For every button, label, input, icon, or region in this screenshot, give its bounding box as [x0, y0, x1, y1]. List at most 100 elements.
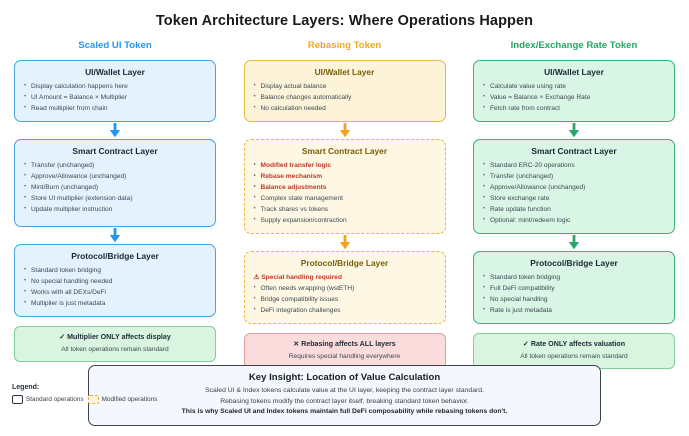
layer-item: Balance adjustments: [254, 182, 436, 193]
layer-title: UI/Wallet Layer: [544, 67, 604, 77]
layer-item: Fetch rate from contract: [483, 103, 665, 114]
summary-subline: Requires special handling everywhere: [288, 353, 401, 360]
layer-item: Store exchange rate: [483, 193, 665, 204]
layer-box-rebasing-0: UI/Wallet LayerDisplay actual balanceBal…: [243, 60, 446, 122]
column-header-index: Index/Exchange Rate Token: [510, 40, 638, 51]
summary-subline: All token operations remain standard: [61, 346, 169, 353]
arrow-down-icon: [14, 122, 216, 139]
layer-title: Protocol/Bridge Layer: [530, 258, 618, 268]
column-header-scaled: Scaled UI Token: [78, 40, 152, 51]
arrow-down-icon: [473, 122, 675, 139]
arrow-down-icon: [244, 122, 446, 139]
layer-item: Bridge compatibility issues: [254, 294, 436, 305]
modified-swatch-icon: [87, 395, 99, 404]
layer-item: Standard token bridging: [24, 265, 206, 276]
layer-item: Transfer (unchanged): [483, 171, 665, 182]
layer-item: ⚠ Special handling required: [253, 274, 342, 281]
layer-item: Calculate value using rate: [483, 81, 665, 92]
layer-title: Protocol/Bridge Layer: [71, 251, 159, 261]
layer-title: Protocol/Bridge Layer: [300, 258, 389, 268]
layer-item: No special handling: [483, 294, 665, 305]
layer-item: Read multiplier from chain: [24, 103, 206, 114]
legend-label-standard: Standard operations: [26, 396, 84, 403]
key-insight-line-3: This is why Scaled UI and Index tokens m…: [181, 408, 508, 415]
layer-item: No calculation needed: [254, 103, 436, 114]
layer-box-scaled-1: Smart Contract LayerTransfer (unchanged)…: [14, 139, 216, 227]
layer-item: Optional: mint/redeem logic: [483, 215, 665, 226]
layer-item: Store UI multiplier (extension data): [24, 193, 206, 204]
layer-title: Smart Contract Layer: [301, 146, 388, 156]
layer-item: Approve/Allowance (unchanged): [24, 171, 206, 182]
layer-item-list: Transfer (unchanged)Approve/Allowance (u…: [24, 160, 206, 215]
layer-item: Standard token bridging: [483, 272, 665, 283]
layer-item: UI Amount = Balance × Multiplier: [24, 92, 206, 103]
summary-headline: ✓ Multiplier ONLY affects display: [59, 333, 171, 341]
layer-item: Works with all DEXs/DeFi: [24, 287, 206, 298]
layer-item: Multiplier is just metadata: [24, 298, 206, 309]
layer-title: UI/Wallet Layer: [85, 67, 145, 77]
layer-item-list: Modified transfer logicRebase mechanismB…: [254, 160, 436, 226]
arrow-down-icon: [473, 234, 675, 251]
layer-item: Full DeFi compatibility: [483, 283, 665, 294]
summary-headline: ✓ Rate ONLY affects valuation: [522, 340, 626, 348]
layer-item: Modified transfer logic: [254, 160, 436, 171]
layer-item: Rebase mechanism: [254, 171, 436, 182]
layer-title: UI/Wallet Layer: [314, 67, 375, 77]
layer-item-list: Display actual balanceBalance changes au…: [254, 81, 436, 114]
layer-item: Mint/Burn (unchanged): [24, 182, 206, 193]
layer-item: No special handling needed: [24, 276, 206, 287]
layer-title: Smart Contract Layer: [72, 146, 158, 156]
layer-item: Balance changes automatically: [254, 92, 436, 103]
layer-item: Rate is just metadata: [483, 305, 665, 316]
arrow-down-icon: [14, 227, 216, 244]
layer-item: Supply expansion/contraction: [254, 215, 436, 226]
legend-label-modified: Modified operations: [101, 396, 158, 403]
summary-headline: ✕ Rebasing affects ALL layers: [293, 340, 396, 348]
layer-item: Value = Balance × Exchange Rate: [483, 92, 665, 103]
page-title: Token Architecture Layers: Where Operati…: [155, 13, 534, 29]
layer-item-list: Calculate value using rateValue = Balanc…: [483, 81, 665, 114]
layer-item: Rate update function: [483, 204, 665, 215]
key-insight-title: Key Insight: Location of Value Calculati…: [248, 372, 441, 383]
layer-box-index-1: Smart Contract LayerStandard ERC-20 oper…: [473, 139, 675, 234]
legend-title: Legend:: [12, 384, 40, 391]
layer-item: Update multiplier instruction: [24, 204, 206, 215]
legend-item-modified: Modified operations: [87, 395, 158, 404]
layer-box-index-0: UI/Wallet LayerCalculate value using rat…: [473, 60, 675, 122]
layer-box-rebasing-1: Smart Contract LayerModified transfer lo…: [243, 139, 446, 234]
layer-title: Smart Contract Layer: [531, 146, 617, 156]
key-insight-line-1: Scaled UI & Index tokens calculate value…: [205, 387, 484, 394]
layer-item: Complex state management: [254, 193, 436, 204]
layer-box-index-2: Protocol/Bridge LayerStandard token brid…: [473, 251, 675, 324]
key-insight-line-2: Rebasing tokens modify the contract laye…: [220, 397, 469, 405]
legend: Legend: Standard operations Modified ope…: [12, 384, 157, 404]
summary-subline: All token operations remain standard: [520, 353, 628, 360]
layer-item-list: Standard token bridgingFull DeFi compati…: [483, 272, 665, 316]
layer-item: Transfer (unchanged): [24, 160, 206, 171]
layer-item-list: Standard token bridgingNo special handli…: [24, 265, 206, 309]
layer-item: Often needs wrapping (wstETH): [254, 283, 436, 294]
legend-item-standard: Standard operations: [12, 395, 84, 404]
layer-box-scaled-2: Protocol/Bridge LayerStandard token brid…: [14, 244, 216, 317]
layer-box-rebasing-2: Protocol/Bridge Layer ⚠ Special handling …: [243, 251, 446, 324]
layer-item-list: Display calculation happens hereUI Amoun…: [24, 81, 206, 114]
arrow-down-icon: [244, 234, 446, 251]
column-header-rebasing: Rebasing Token: [307, 40, 382, 51]
key-insight-box: Key Insight: Location of Value Calculati…: [88, 365, 601, 426]
layer-box-scaled-0: UI/Wallet LayerDisplay calculation happe…: [14, 60, 216, 122]
layer-item-list: ⚠ Special handling requiredOften needs w…: [254, 272, 436, 316]
layer-item: Standard ERC-20 operations: [483, 160, 665, 171]
standard-swatch-icon: [12, 395, 23, 404]
layer-item-list: Standard ERC-20 operationsTransfer (unch…: [483, 160, 665, 226]
layer-item: Approve/Allowance (unchanged): [483, 182, 665, 193]
legend-row: Standard operations Modified operations: [12, 395, 157, 404]
layer-item: Display calculation happens here: [24, 81, 206, 92]
layer-item: Display actual balance: [254, 81, 436, 92]
